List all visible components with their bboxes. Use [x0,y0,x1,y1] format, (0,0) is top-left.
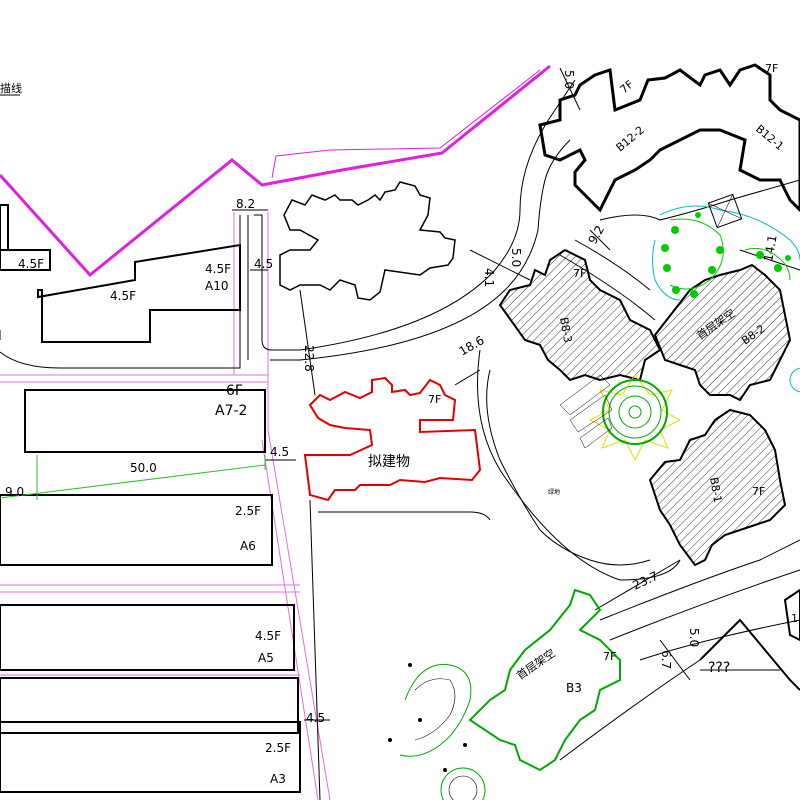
b3-floors: 7F [603,650,616,663]
a7-2-name: A7-2 [215,403,247,419]
a10-floors-left: 4.5F [110,289,136,303]
planning-boundary-inner [271,69,541,179]
dim-8-2: 8.2 [236,197,255,211]
dimension-lines [232,67,800,721]
building-a6 [0,494,273,566]
building-b8-3 [498,248,662,382]
right-edge-floors: 1F [791,612,800,625]
dim-4-5-bottom: 4.5 [306,711,325,725]
b12-2-name: B12-2 [614,123,647,154]
dim-9-0: 9.0 [5,485,24,499]
building-a7-2 [24,389,266,453]
garden-top-right [652,193,800,393]
b8-3-floors: 7F [573,267,586,280]
garden-bottom [388,663,486,800]
b8-3-name: B8-3 [557,316,574,343]
b3-name: B3 [566,681,582,695]
dim-18-6: 18.6 [457,333,487,358]
b8-1-floors: 7F [752,485,765,498]
proposed-floors: 7F [428,393,441,406]
garden-label: 绿地 [548,488,560,496]
green-space-outline [486,369,651,566]
dim-5-0-bot: 5.0 [687,628,701,647]
dim-22-8: 22.8 [302,345,316,372]
a5-floors: 4.5F [255,629,281,643]
dim-5-0-mid: 5.0 [509,248,523,267]
proposed-building [303,376,482,502]
planning-boundary-line [0,64,551,278]
a10-name: A10 [205,279,228,293]
a3-floors: 2.5F [265,741,291,755]
dim-50-0: 50.0 [130,461,157,475]
dim-14-1: 14.1 [761,234,779,263]
a10-floors-right: 4.5F [205,262,231,276]
building-right-edge [699,618,800,691]
building-middle [0,677,299,734]
building-north-complex [279,181,456,301]
left-small-floors: 4.5F [18,257,44,271]
b12-1-floors: 7F [765,62,778,75]
building-a5 [0,604,295,671]
a5-name: A5 [258,651,274,665]
b12-1-name: B12-1 [753,122,786,153]
dim-4-5-mid: 4.5 [270,445,289,459]
plaza-paving [559,374,613,449]
dim-4-1: 4.1 [482,268,496,287]
dimension-lines-green [0,455,266,500]
dim-9-2: 9.2 [585,223,607,247]
legend-text: 描线 [0,81,22,95]
b3-note: 首层架空 [514,646,558,683]
building-a10 [37,243,241,343]
a3-name: A3 [270,772,286,786]
building-b12-2 [538,63,800,213]
b12-2-floors: 7F [618,78,637,97]
building-left-partial [0,204,9,251]
dim-5-0-top: 5.0 [562,70,576,89]
building-right-edge-2 [783,588,800,642]
b8-1-name: B8-1 [707,476,724,503]
a7-2-floors: 6F [226,383,243,399]
dim-6-7: 6.7 [659,650,673,669]
a6-name: A6 [240,539,256,553]
building-a3 [0,721,301,793]
building-b8-2 [653,263,792,402]
a6-floors: 2.5F [235,504,261,518]
unknown-annotation: ??? [708,660,730,676]
building-left-small [0,249,51,271]
dim-23-7: 23.7 [630,569,660,593]
dim-4-5-top: 4.5 [254,257,273,271]
circular-plaza [588,374,682,462]
proposed-label: 拟建物 [368,454,410,470]
building-b3 [468,588,621,772]
roads [0,212,331,800]
building-b8-1 [648,408,787,567]
road-outlines [0,79,800,800]
